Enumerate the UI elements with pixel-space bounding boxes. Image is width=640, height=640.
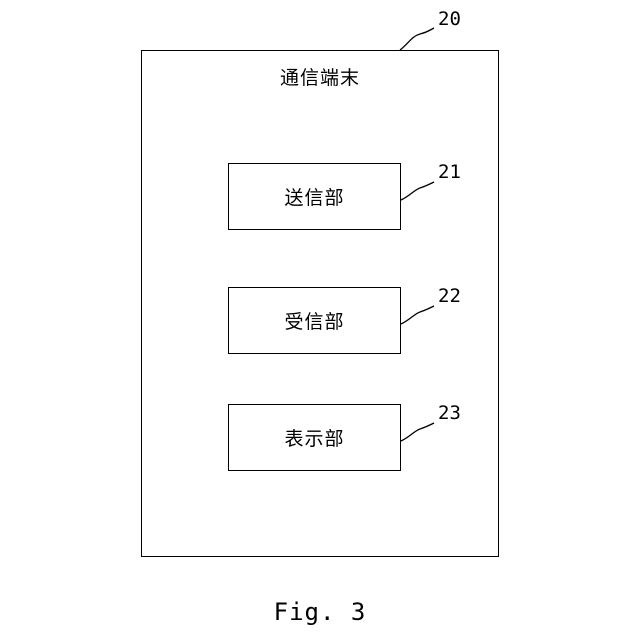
display-unit-label: 表示部 [284, 424, 344, 451]
figure-caption: Fig. 3 [0, 598, 640, 626]
ref-label-display-unit: 23 [438, 404, 461, 423]
receiver-label: 受信部 [284, 307, 344, 334]
receiver-box: 受信部 [228, 287, 401, 354]
ref-label-receiver: 22 [438, 287, 461, 306]
ref-label-device: 20 [438, 10, 461, 29]
ref-label-transmitter: 21 [438, 163, 461, 182]
transmitter-box: 送信部 [228, 163, 401, 230]
display-unit-box: 表示部 [228, 404, 401, 471]
leader-line-20 [400, 28, 434, 50]
communication-terminal-title: 通信端末 [142, 63, 498, 90]
transmitter-label: 送信部 [284, 183, 344, 210]
